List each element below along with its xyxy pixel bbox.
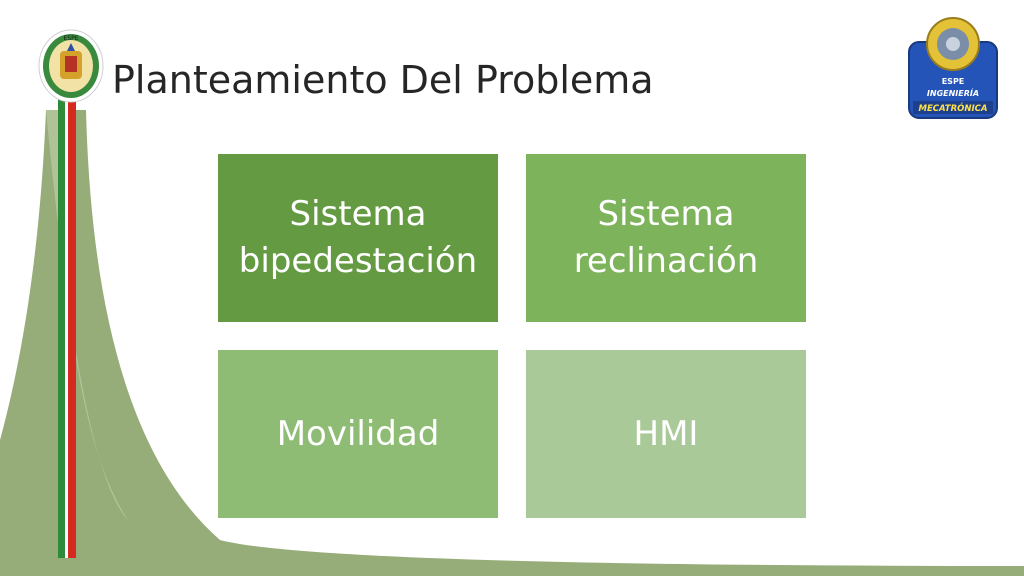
left-sweep-light [46, 110, 128, 520]
tile-line: Movilidad [276, 413, 440, 454]
green-stripe [58, 88, 65, 558]
logo-line-3: MECATRÓNICA [919, 102, 988, 114]
logo-line-1: ESPE [942, 77, 965, 86]
tile-hmi: HMI [526, 350, 806, 518]
tile-line: Sistema [597, 194, 735, 234]
slide-title: Planteamiento Del Problema [112, 58, 654, 102]
espe-emblem-logo: ESPE [38, 29, 104, 103]
tile-line: HMI [633, 413, 699, 454]
white-stripe [65, 88, 68, 558]
footer-bar [0, 566, 1024, 576]
mecatronica-logo: ESPE INGENIERÍA MECATRÓNICA [908, 17, 998, 119]
tile-line: reclinación [573, 241, 759, 281]
tile-sistema-bipedestacion: Sistema bipedestación [218, 154, 498, 322]
emblem-label: ESPE [63, 35, 78, 42]
tile-movilidad: Movilidad [218, 350, 498, 518]
tile-line: Sistema [289, 194, 427, 234]
tile-sistema-reclinacion: Sistema reclinación [526, 154, 806, 322]
red-stripe [68, 88, 76, 558]
logo-line-2: INGENIERÍA [927, 87, 979, 98]
left-sweep-shape [0, 110, 1024, 576]
tile-line: bipedestación [238, 241, 478, 281]
